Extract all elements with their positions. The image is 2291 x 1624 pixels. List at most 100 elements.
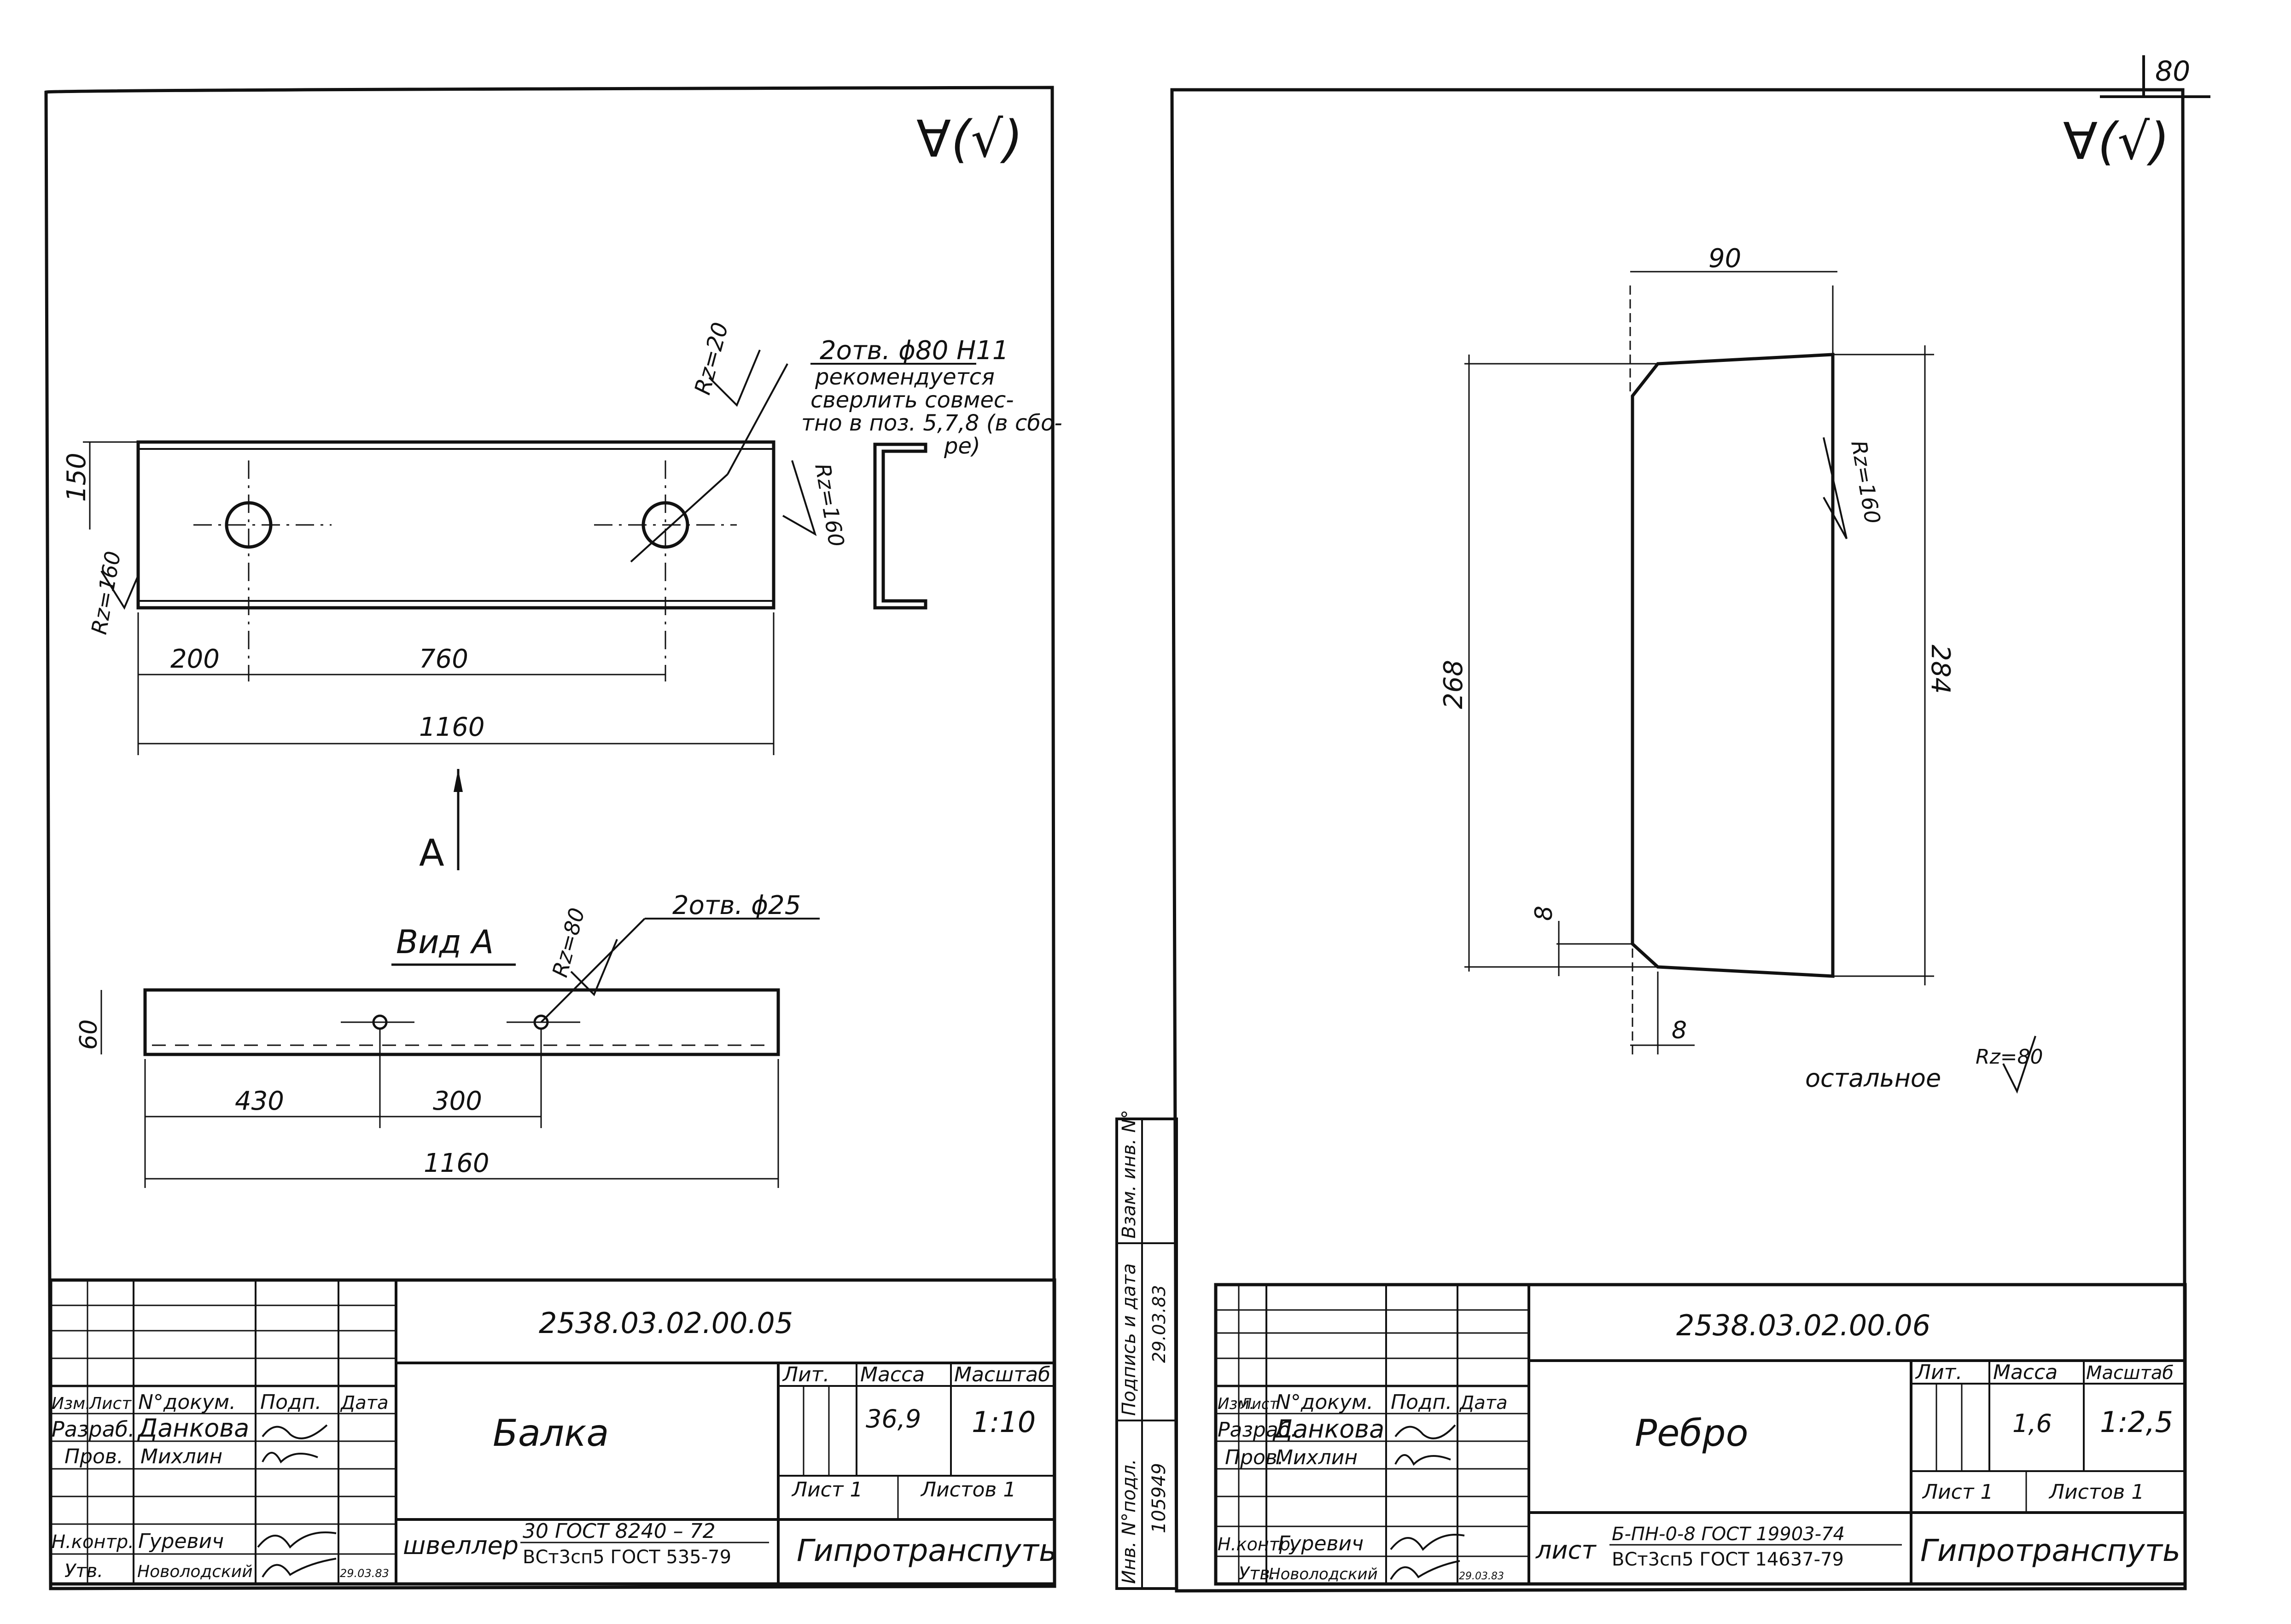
left-docno: N°докум. <box>138 1391 236 1414</box>
rib-outline <box>1631 353 1835 978</box>
left-prov: Пров. <box>64 1445 123 1468</box>
rz-hole-symbol <box>708 349 761 407</box>
right-sheet: ∀(√) 90 268 284 8 8 Rz=160 остальное Rz=… <box>1115 88 2187 1593</box>
rz-view-label: Rz=80 <box>547 905 589 980</box>
hole-small-leader <box>540 918 646 1023</box>
rest-rz: Rz=80 <box>1976 1045 2043 1069</box>
rib-rz-label: Rz=160 <box>1846 439 1885 526</box>
left-material-line1: 30 ГОСТ 8240 – 72 <box>523 1519 716 1543</box>
rz-end-label: Rz=160 <box>87 549 126 636</box>
right-utv: Утв. <box>1239 1563 1276 1583</box>
stamp-inv-podl: Инв. N°подл. <box>1119 1459 1140 1584</box>
right-signature-utv <box>1390 1560 1460 1580</box>
side-stamp: Взам. инв. N° Подпись и дата Инв. N°подл… <box>1115 1110 1178 1590</box>
view-a-outline <box>143 988 780 1056</box>
left-signature-utv <box>262 1558 337 1578</box>
left-material-line2: ВСт3сп5 ГОСТ 535-79 <box>523 1547 731 1568</box>
right-person-razrab: Данкова <box>1272 1414 1384 1444</box>
beam-outline <box>136 440 775 610</box>
view-a-title: Вид А <box>396 923 494 961</box>
right-person-nkontr: Гуревич <box>1278 1532 1364 1555</box>
left-scale-header: Масштаб <box>954 1363 1050 1386</box>
left-signature-prov <box>262 1452 318 1464</box>
right-list-col: Лист <box>1240 1395 1278 1413</box>
hole-note-line5: ре) <box>944 433 980 459</box>
dim-150: 150 <box>62 453 92 502</box>
left-person-nkontr: Гуревич <box>138 1530 224 1553</box>
right-nkontr: Н.контр. <box>1218 1534 1296 1554</box>
dim-1160-a: 1160 <box>419 712 485 742</box>
right-scale-header: Масштаб <box>2086 1362 2174 1384</box>
left-material-prefix: швеллер <box>403 1531 519 1560</box>
hole-note-leader <box>630 473 729 563</box>
dim-300: 300 <box>433 1086 482 1116</box>
rib-rz-symbol <box>1823 437 1848 539</box>
hole-note-leader-2 <box>727 363 788 475</box>
right-docno: N°докум. <box>1276 1391 1373 1414</box>
right-mass-header: Масса <box>1993 1361 2058 1384</box>
right-razrab: Разраб. <box>1218 1418 1297 1442</box>
dim-430: 430 <box>235 1086 284 1116</box>
right-person-prov: Михлин <box>1276 1446 1358 1469</box>
left-list-col: Лист <box>88 1394 132 1413</box>
right-designation: 2538.03.02.00.06 <box>1676 1309 1930 1342</box>
channel-section <box>873 442 927 610</box>
left-nkontr: Н.контр. <box>52 1531 134 1553</box>
hole-note-line3: сверлить совмес- <box>810 387 1014 413</box>
rz-end-symbol <box>100 570 139 610</box>
left-sheet-no: Лист 1 <box>791 1478 863 1502</box>
dim-90: 90 <box>1708 244 1741 274</box>
right-material-line1: Б-ПН-0-8 ГОСТ 19903-74 <box>1612 1524 1845 1545</box>
hole-small-label: 2отв. ϕ25 <box>672 891 801 920</box>
dim-200: 200 <box>170 644 220 674</box>
dim-8-v: 8 <box>1530 906 1558 921</box>
right-signature-nkontr <box>1390 1534 1465 1551</box>
stamp-date: 29.03.83 <box>1149 1285 1169 1363</box>
left-izm: Изм. <box>52 1394 91 1413</box>
right-scale: 1:2,5 <box>2100 1405 2173 1439</box>
right-izm: Изм. <box>1218 1395 1254 1413</box>
right-material-prefix: лист <box>1535 1536 1597 1565</box>
hole-note-line4: тно в поз. 5,7,8 (в сбо- <box>801 410 1062 436</box>
dim-1160-b: 1160 <box>424 1148 490 1178</box>
left-signature-razrab <box>262 1424 328 1439</box>
right-person-utv: Новолодский <box>1269 1565 1378 1583</box>
left-utv: Утв. <box>64 1560 103 1582</box>
dim-284: 284 <box>1925 645 1955 694</box>
left-date-signed: 29.03.83 <box>340 1567 389 1580</box>
left-designation: 2538.03.02.00.05 <box>539 1306 793 1340</box>
stamp-inv-number: 105949 <box>1148 1463 1170 1533</box>
left-sign-col: Подп. <box>260 1391 321 1414</box>
left-scale: 1:10 <box>972 1405 1036 1439</box>
view-arrow-label: А <box>419 832 444 874</box>
rz-view-symbol <box>570 939 618 996</box>
right-mass: 1,6 <box>2012 1409 2052 1438</box>
left-razrab: Разраб. <box>52 1417 135 1442</box>
dim-268: 268 <box>1439 660 1469 709</box>
right-title-block: 2538.03.02.00.06 Ребро Лит. Масса Масшта… <box>1214 1283 2187 1586</box>
left-date-col: Дата <box>340 1392 389 1414</box>
right-sign-col: Подп. <box>1391 1391 1452 1414</box>
view-arrow-head <box>454 769 463 792</box>
rest-label: остальное <box>1805 1064 1941 1093</box>
right-sheets-total: Листов 1 <box>2048 1480 2144 1504</box>
left-title-block: 2538.03.02.00.05 Балка Лит. Масса Масшта… <box>49 1278 1057 1586</box>
rest-rz-symbol <box>2002 1036 2036 1094</box>
right-roughness-general: ∀(√) <box>2063 112 2169 171</box>
left-organization: Гипротранспуть <box>797 1533 1057 1568</box>
hole-note-line1: 2отв. ϕ80 H11 <box>820 336 1009 366</box>
right-signature-prov <box>1394 1454 1451 1466</box>
rz-hole-label: Rz=20 <box>689 320 733 397</box>
right-date-signed: 29.03.83 <box>1459 1571 1504 1582</box>
dim-760: 760 <box>419 644 468 674</box>
right-organization: Гипротранспуть <box>1920 1533 2180 1568</box>
left-mass: 36,9 <box>866 1404 921 1433</box>
rz-edge-symbol <box>782 460 817 536</box>
right-material-line2: ВСт3сп5 ГОСТ 14637-79 <box>1612 1549 1844 1570</box>
left-person-razrab: Данкова <box>137 1414 249 1443</box>
left-person-prov: Михлин <box>140 1445 222 1468</box>
stamp-podp-data: Подпись и дата <box>1119 1263 1140 1416</box>
right-sheet-frame <box>1170 88 2187 1593</box>
